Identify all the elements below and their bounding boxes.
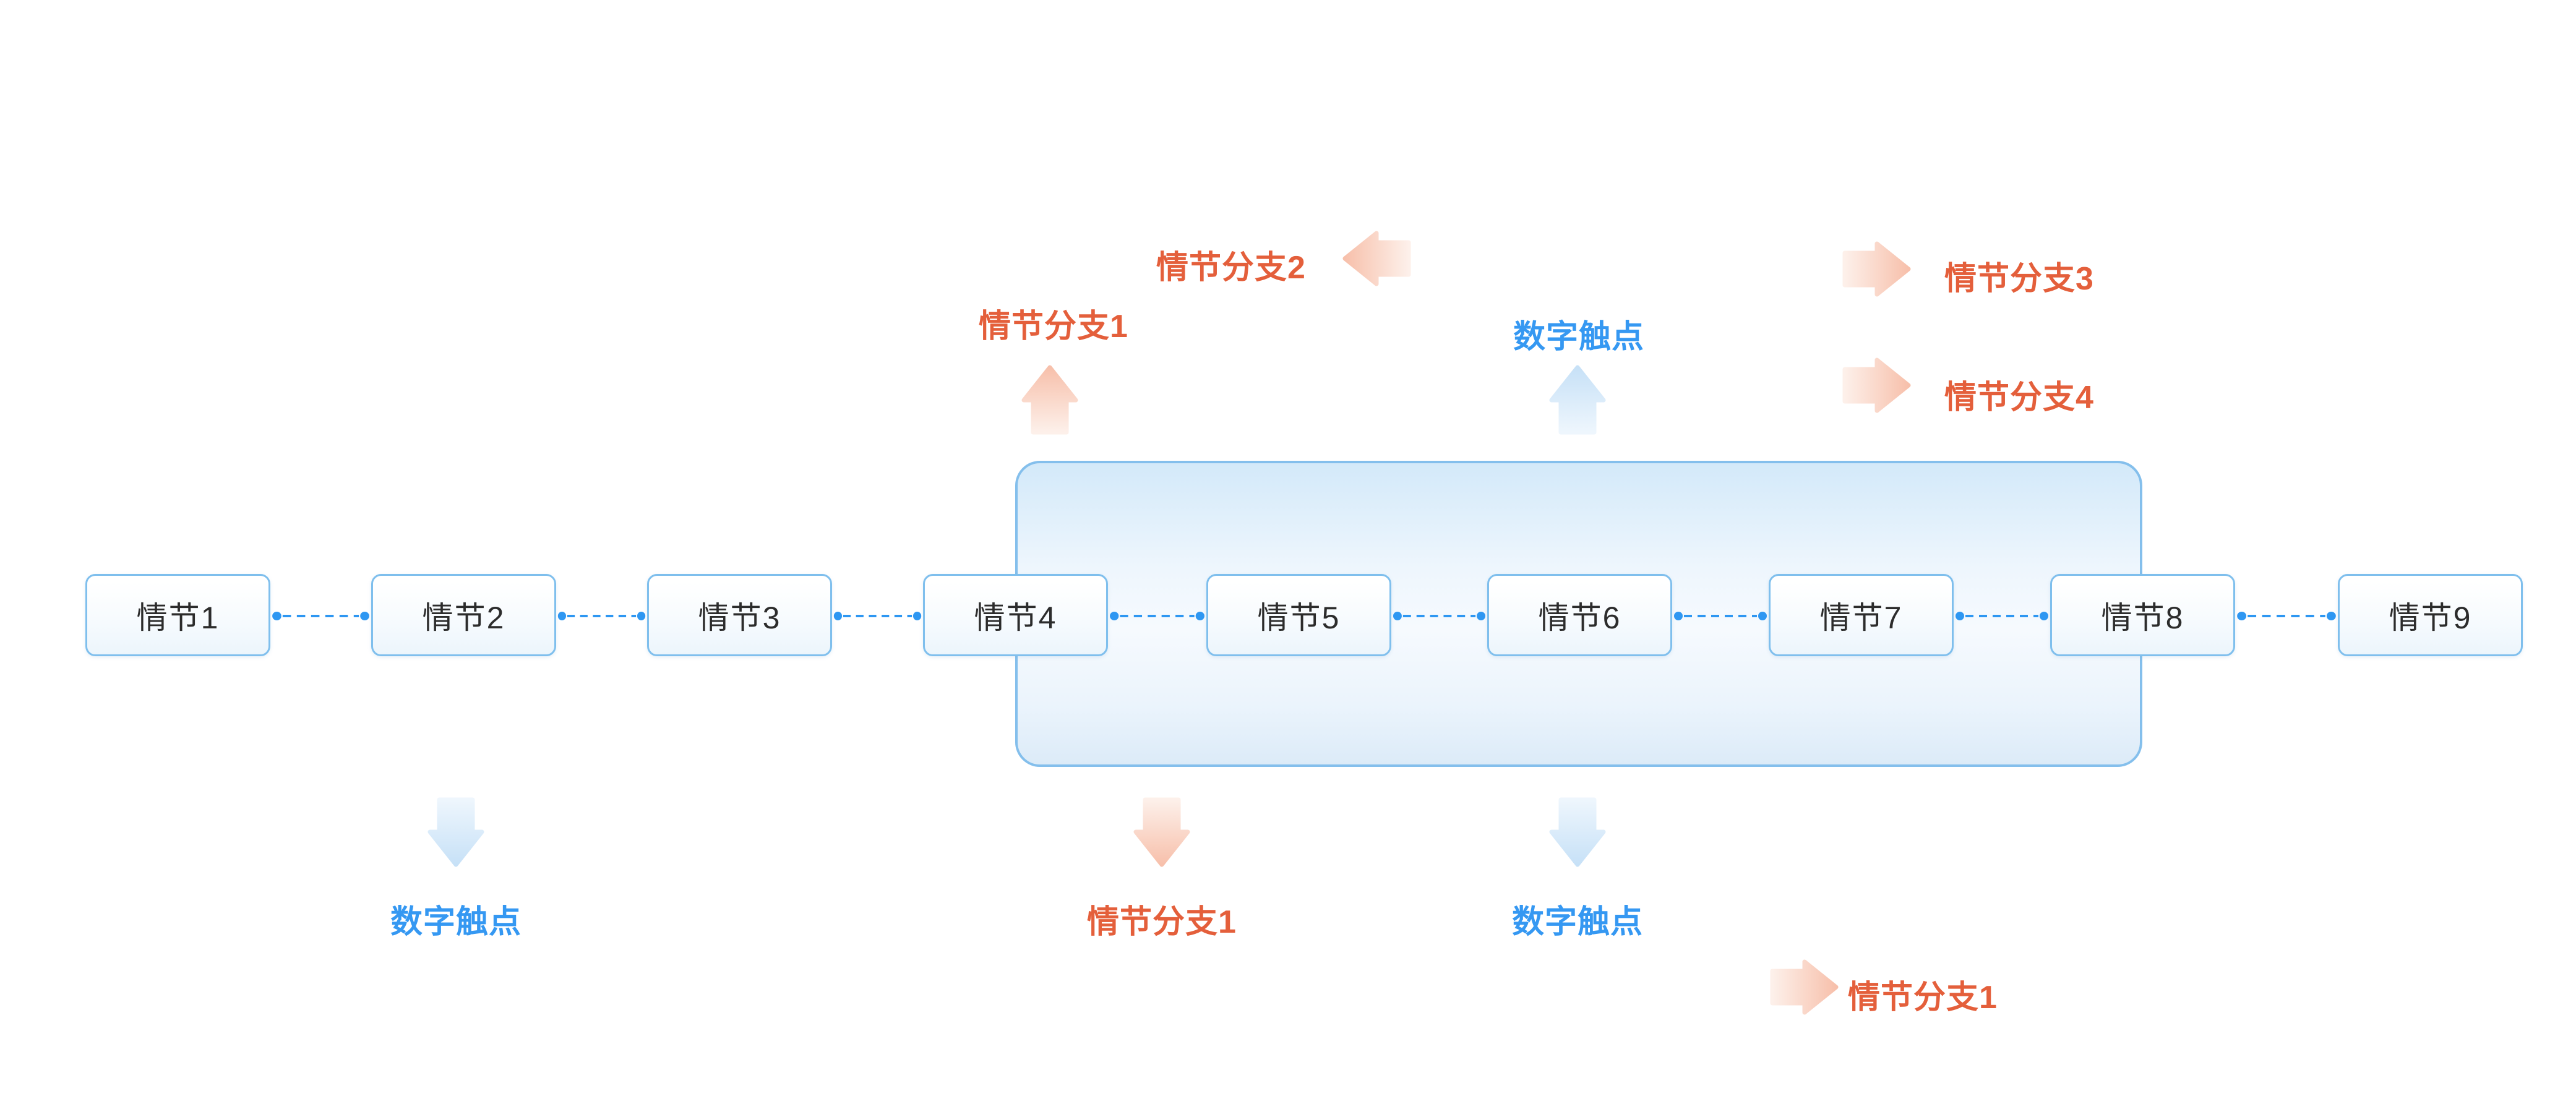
plot-node-3: 情节3: [647, 574, 832, 656]
plot-node-label: 情节3: [698, 600, 781, 635]
connector-dashed-link: [2235, 609, 2338, 623]
arrow-down-icon: [1133, 797, 1190, 867]
arrow-right-icon: [1842, 241, 1911, 297]
plot-node-5: 情节5: [1206, 574, 1391, 656]
plot-node-2: 情节2: [371, 574, 556, 656]
annotation-top-branch4-label: 情节分支4: [1944, 380, 2094, 416]
plot-node-label: 情节6: [1538, 600, 1621, 635]
plot-node-7: 情节7: [1769, 574, 1954, 656]
arrow-right-icon: [1842, 357, 1911, 413]
arrow-right-icon: [1770, 959, 1839, 1015]
annotation-bottom-touchpoint-mid-label: 数字触点: [1511, 904, 1643, 940]
plot-node-label: 情节4: [974, 600, 1057, 635]
plot-node-label: 情节9: [2389, 600, 2472, 635]
plot-node-label: 情节2: [422, 600, 505, 635]
annotation-top-branch1-label: 情节分支1: [979, 309, 1128, 345]
connector-dashed-link: [1391, 609, 1487, 623]
plot-node-1: 情节1: [85, 574, 270, 656]
arrow-down-icon: [427, 797, 484, 867]
annotation-bottom-branch1-right-label: 情节分支1: [1848, 980, 1998, 1016]
plot-node-8: 情节8: [2050, 574, 2235, 656]
arrow-down-icon: [1549, 797, 1606, 867]
connector-dashed-link: [1672, 609, 1769, 623]
annotation-top-branch3-label: 情节分支3: [1944, 261, 2094, 297]
arrow-up-icon: [1549, 365, 1606, 435]
arrow-left-icon: [1342, 231, 1411, 286]
connector-dashed-link: [1954, 609, 2050, 623]
plot-node-label: 情节8: [2101, 600, 2184, 635]
plot-node-label: 情节7: [1819, 600, 1903, 635]
plot-node-6: 情节6: [1487, 574, 1672, 656]
connector-dashed-link: [1108, 609, 1206, 623]
annotation-top-touchpoint-label: 数字触点: [1513, 319, 1644, 355]
annotation-top-branch2-label: 情节分支2: [1156, 250, 1306, 286]
plot-node-label: 情节5: [1257, 600, 1341, 635]
plot-node-9: 情节9: [2338, 574, 2523, 656]
arrow-up-icon: [1021, 365, 1078, 435]
connector-dashed-link: [832, 609, 923, 623]
annotation-bottom-touchpoint-left-label: 数字触点: [390, 904, 522, 940]
plot-node-4: 情节4: [923, 574, 1108, 656]
plot-node-label: 情节1: [136, 600, 220, 635]
annotation-bottom-branch1-mid-label: 情节分支1: [1087, 904, 1237, 940]
connector-dashed-link: [270, 609, 371, 623]
connector-dashed-link: [556, 609, 647, 623]
